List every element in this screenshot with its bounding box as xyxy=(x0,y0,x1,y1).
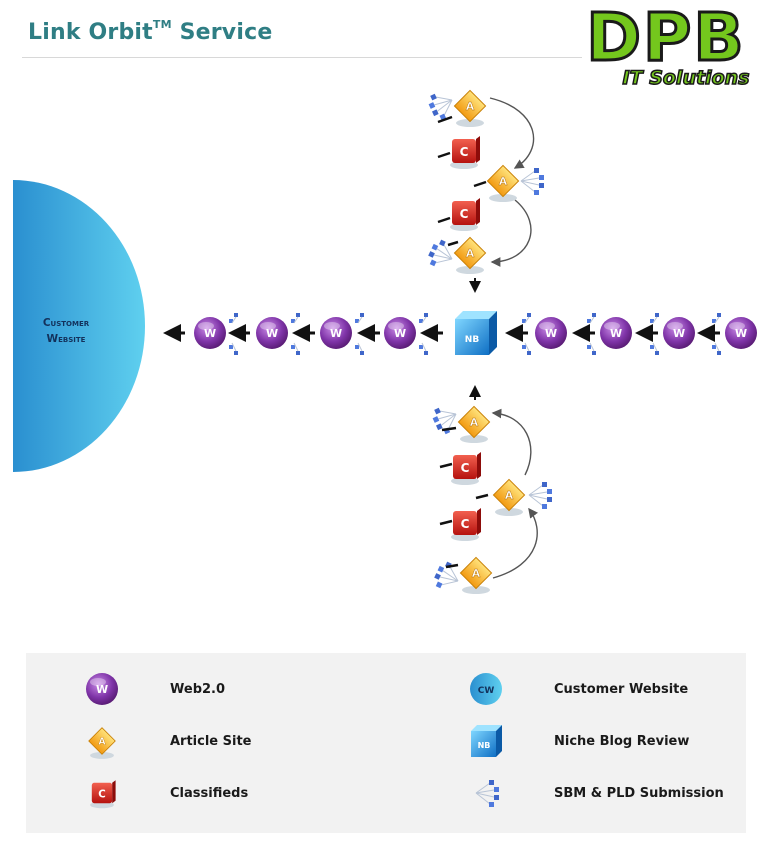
legend-item-classifieds: Classifieds xyxy=(82,773,248,813)
niche-blog-node: NB xyxy=(455,311,497,355)
customer-label-line2: Website xyxy=(46,333,86,345)
title-divider xyxy=(22,57,582,58)
legend-label-article-site: Article Site xyxy=(170,733,252,749)
web2-node xyxy=(320,312,365,356)
legend-label-niche-blog: Niche Blog Review xyxy=(554,733,690,749)
legend-label-classifieds: Classifieds xyxy=(170,785,249,801)
legend-item-customer-website: CW Customer Website xyxy=(466,669,688,709)
legend-item-web2: Web2.0 xyxy=(82,669,225,709)
svg-text:NB: NB xyxy=(478,741,491,750)
customer-website-shape xyxy=(13,180,145,472)
legend-label-web2: Web2.0 xyxy=(170,681,226,697)
customer-label-line1: Customer xyxy=(42,317,90,329)
legend-label-customer-website: Customer Website xyxy=(554,681,689,697)
article-site-icon xyxy=(88,727,116,760)
bottom-cluster xyxy=(429,401,553,595)
title-suffix: Service xyxy=(171,20,273,45)
classifieds-icon xyxy=(90,780,116,809)
niche-blog-icon: NB xyxy=(471,725,502,757)
svg-text:CW: CW xyxy=(478,686,495,696)
web2-node xyxy=(521,312,567,356)
legend-item-niche-blog: NB Niche Blog Review xyxy=(466,721,689,761)
svg-text:IT Solutions: IT Solutions xyxy=(623,67,750,89)
customer-website-icon: CW xyxy=(470,673,502,705)
title-text: Link Orbit xyxy=(28,20,153,45)
top-cluster xyxy=(424,87,545,275)
legend-item-sbm-pld: SBM & PLD Submission xyxy=(466,773,724,813)
web2-icon xyxy=(86,673,118,705)
legend-label-sbm-pld: SBM & PLD Submission xyxy=(554,785,724,801)
trademark-mark: TM xyxy=(152,18,172,31)
web2-node xyxy=(384,312,429,356)
page-title: Link OrbitTM Service xyxy=(28,18,273,45)
svg-text:DPB: DPB xyxy=(586,0,745,76)
legend-panel: Web2.0 Article Site Classifieds CW Custo… xyxy=(26,653,746,833)
dpb-logo: DPB IT Solutions xyxy=(585,0,750,90)
svg-text:NB: NB xyxy=(465,335,480,345)
web2-node xyxy=(256,312,301,356)
sbm-pld-icon xyxy=(475,779,500,808)
legend-item-article-site: Article Site xyxy=(82,721,252,761)
customer-website-label: Customer Website xyxy=(20,315,112,347)
